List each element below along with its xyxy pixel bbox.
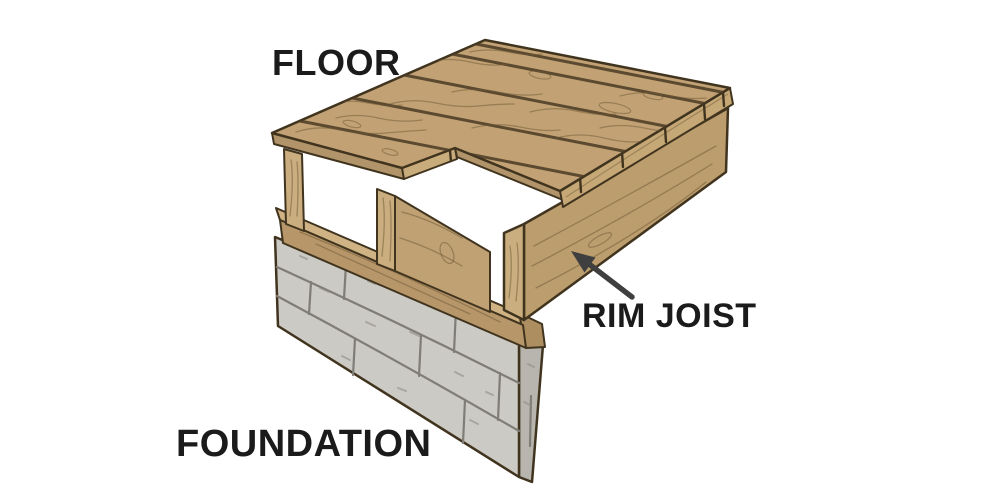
rim-joist-label: RIM JOIST (582, 297, 757, 335)
end-joist-face (283, 148, 305, 232)
foundation-label: FOUNDATION (176, 423, 432, 465)
floor-joist-end-face (376, 188, 396, 272)
end-joist-illustration (283, 148, 305, 232)
floor-deck-illustration (270, 38, 734, 208)
rim-joist-end-face (502, 222, 526, 322)
floor-label: FLOOR (272, 42, 401, 83)
deck-planks (295, 42, 730, 191)
rim-joist-arrow (571, 251, 635, 300)
foundation-block-joints (275, 262, 533, 448)
foundation-illustration (273, 235, 545, 484)
floor-joist-illustration (376, 188, 491, 313)
arrow-head-icon (571, 251, 596, 273)
foundation-speckles (299, 255, 535, 425)
